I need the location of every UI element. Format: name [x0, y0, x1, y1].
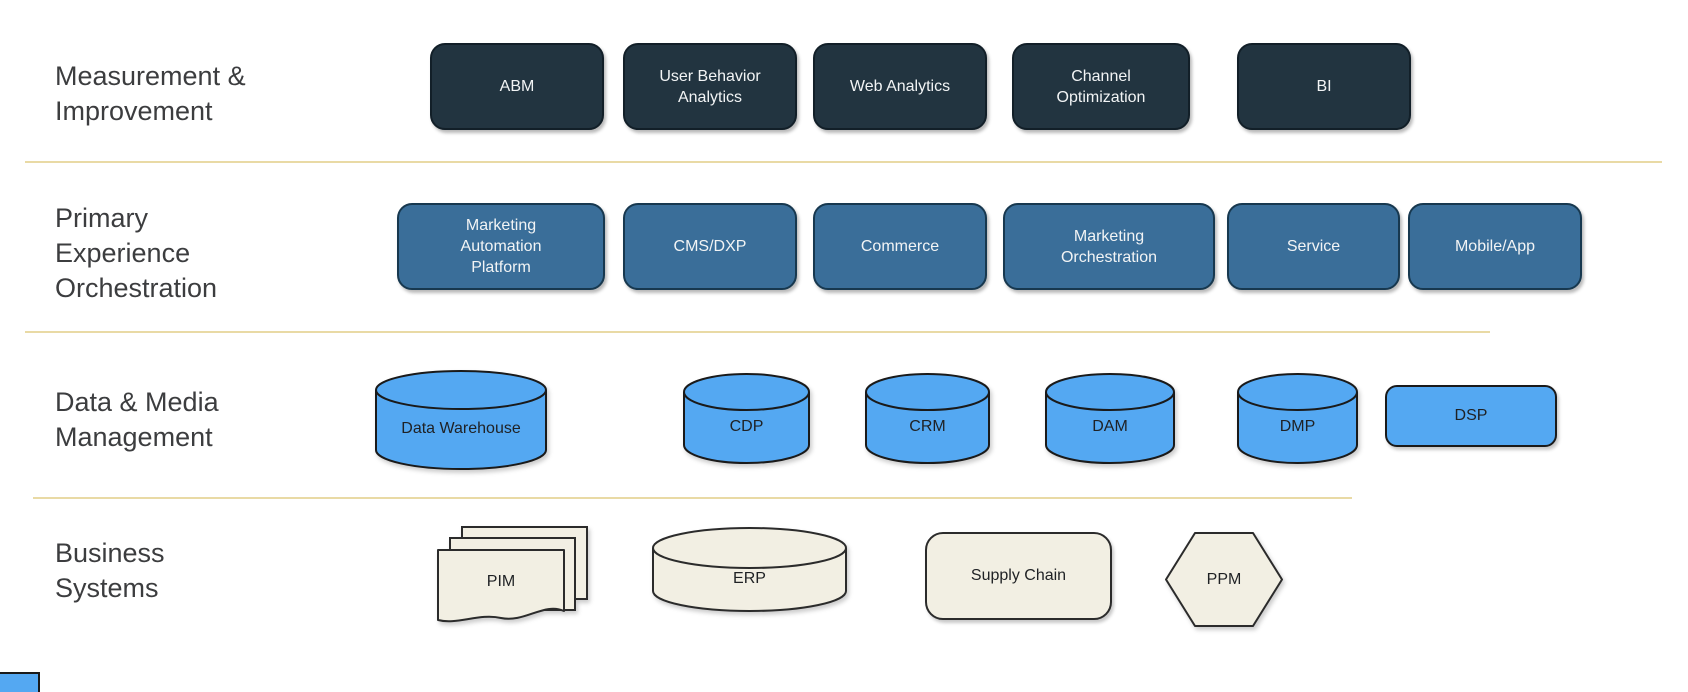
box-label: Web Analytics	[849, 78, 951, 95]
label-line: Management	[55, 422, 213, 452]
box-commerce: Commerce	[813, 203, 987, 290]
box-abm: ABM	[430, 43, 604, 130]
shape-label: PPM	[1206, 570, 1242, 588]
divider-line-3	[33, 497, 1352, 499]
label-line: Systems	[55, 573, 159, 603]
shape-label: ERP	[733, 570, 766, 587]
box-label: Mobile/App	[1454, 238, 1536, 255]
cylinder-data-warehouse: Data Warehouse	[375, 370, 547, 470]
multi-document-pim: PIM	[437, 526, 589, 626]
box-supply-chain: Supply Chain	[925, 532, 1112, 620]
row-label-business-systems: Business Systems	[55, 536, 165, 606]
box-user-behavior-analytics: User Behavior Analytics	[623, 43, 797, 130]
box-label: Channel Optimization	[1056, 67, 1146, 106]
cylinder-dmp: DMP	[1237, 373, 1358, 464]
box-mobile-app: Mobile/App	[1408, 203, 1582, 290]
shape-label: PIM	[486, 573, 516, 590]
box-label: Commerce	[860, 238, 940, 255]
label-line: Improvement	[55, 96, 213, 126]
box-label: Marketing Automation Platform	[460, 217, 542, 276]
cylinder-erp: ERP	[652, 527, 847, 612]
box-label: DSP	[1454, 407, 1488, 424]
database-cylinder-icon	[683, 373, 810, 464]
label-line: Primary	[55, 203, 148, 233]
database-cylinder-icon	[865, 373, 990, 464]
shape-label: CDP	[729, 418, 764, 435]
shape-label: DMP	[1279, 418, 1316, 435]
divider-line-1	[25, 161, 1662, 163]
box-label: ABM	[499, 78, 535, 95]
cylinder-cdp: CDP	[683, 373, 810, 464]
box-label: BI	[1316, 78, 1332, 95]
box-service: Service	[1227, 203, 1400, 290]
shape-label: DAM	[1092, 418, 1128, 435]
box-label: Service	[1286, 238, 1341, 255]
box-dsp: DSP	[1385, 385, 1557, 447]
box-label: CMS/DXP	[673, 238, 747, 255]
database-cylinder-icon	[652, 527, 847, 612]
label-line: Orchestration	[55, 273, 218, 303]
label-line: Experience	[55, 238, 191, 268]
box-web-analytics: Web Analytics	[813, 43, 987, 130]
database-cylinder-icon	[375, 370, 547, 470]
label-line: Data & Media	[55, 387, 219, 417]
label-line: Measurement &	[55, 61, 246, 91]
divider-line-2	[25, 331, 1490, 333]
label-line: Business	[55, 538, 165, 568]
clipped-blue-shape	[0, 672, 40, 692]
box-marketing-orchestration: Marketing Orchestration	[1003, 203, 1215, 290]
stacked-documents-icon	[437, 526, 588, 623]
shape-label: CRM	[909, 418, 946, 435]
box-channel-optimization: Channel Optimization	[1012, 43, 1190, 130]
hexagon-ppm: PPM	[1165, 532, 1283, 627]
box-marketing-automation-platform: Marketing Automation Platform	[397, 203, 605, 290]
shape-label: Data Warehouse	[401, 420, 521, 437]
hexagon-icon	[1165, 532, 1283, 627]
cylinder-dam: DAM	[1045, 373, 1175, 464]
box-label: Supply Chain	[970, 567, 1067, 584]
box-label: User Behavior Analytics	[659, 67, 761, 106]
row-label-data-media-management: Data & Media Management	[55, 385, 219, 455]
box-cms-dxp: CMS/DXP	[623, 203, 797, 290]
box-bi: BI	[1237, 43, 1411, 130]
cylinder-crm: CRM	[865, 373, 990, 464]
row-label-measurement-improvement: Measurement & Improvement	[55, 59, 246, 129]
row-label-primary-experience-orchestration: Primary Experience Orchestration	[55, 201, 217, 306]
box-label: Marketing Orchestration	[1060, 227, 1158, 266]
database-cylinder-icon	[1237, 373, 1358, 464]
database-cylinder-icon	[1045, 373, 1175, 464]
